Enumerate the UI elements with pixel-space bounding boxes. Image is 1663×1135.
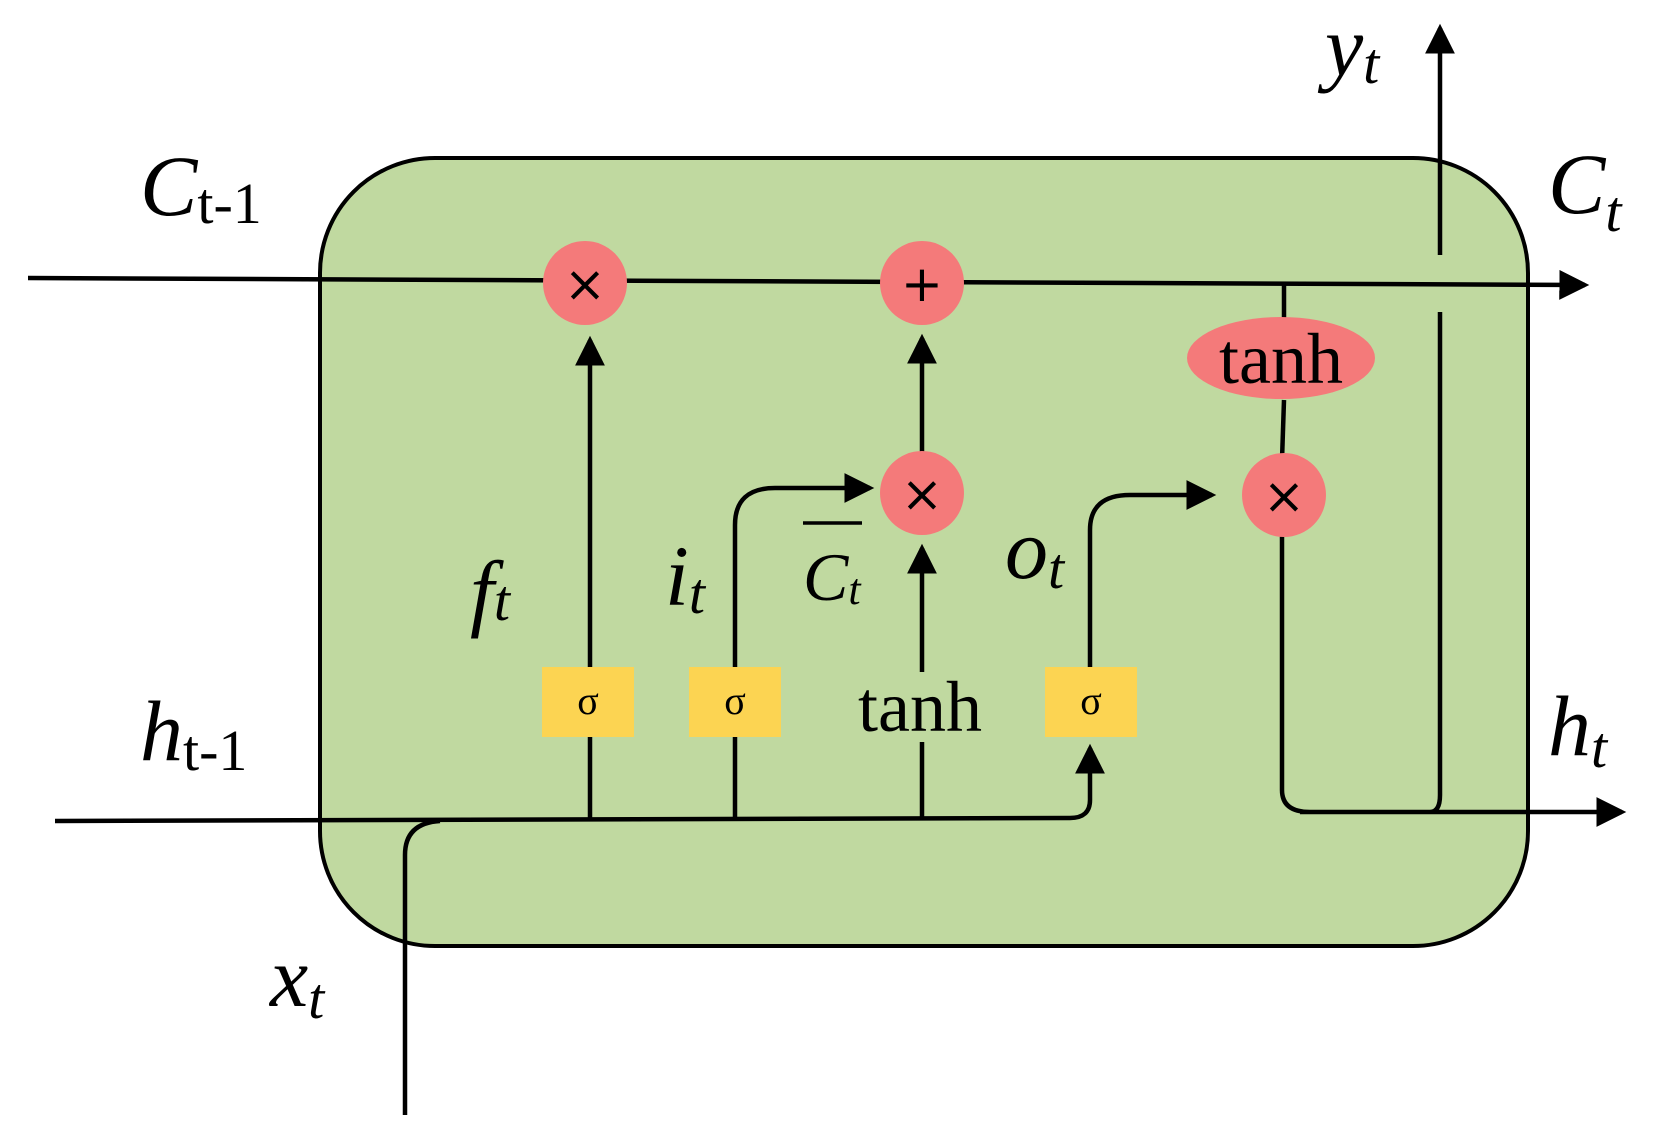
- forget-multiply-node: ×: [543, 241, 627, 325]
- candidate-gate-label: tanh: [858, 667, 982, 747]
- c-prev-label: Ct-1: [140, 138, 262, 236]
- x-input-line: [402, 818, 441, 1115]
- multiply-icon: ×: [564, 255, 606, 313]
- h-t-label: ht: [1548, 678, 1609, 780]
- cell-state-line: [27, 269, 1590, 300]
- candidate-gate: tanh: [840, 667, 1004, 747]
- c-t-label: Ct: [1548, 136, 1623, 244]
- i-t-label: it: [665, 528, 707, 626]
- tanh-to-mult-wire: [1279, 399, 1287, 461]
- input-multiply-node: ×: [880, 451, 964, 535]
- hidden-output-line: [1279, 530, 1622, 812]
- o-t-label: ot: [1005, 501, 1066, 601]
- h-prev-label: ht-1: [140, 683, 247, 783]
- forget-gate-label: σ: [577, 678, 599, 723]
- hidden-input-line: [54, 743, 1105, 824]
- candidate-label: Ct: [803, 539, 862, 615]
- output-gate-box: σ: [1045, 667, 1137, 737]
- output-wire: [1087, 480, 1217, 668]
- f-t-label: ft: [470, 543, 512, 639]
- cell-tanh-label: tanh: [1219, 319, 1343, 399]
- input-gate-label: σ: [724, 678, 746, 723]
- x-t-label: xt: [268, 929, 326, 1031]
- plus-icon: +: [901, 255, 943, 313]
- output-multiply-node: ×: [1242, 453, 1326, 537]
- cell-tanh-node: tanh: [1187, 317, 1375, 399]
- input-wire: [732, 473, 875, 820]
- forget-gate-box: σ: [542, 667, 634, 737]
- output-gate-label: σ: [1080, 678, 1102, 723]
- y-t-label: yt: [1317, 0, 1381, 96]
- cell-add-node: +: [880, 241, 964, 325]
- input-gate-box: σ: [689, 667, 781, 737]
- multiply-icon: ×: [901, 465, 943, 523]
- multiply-icon: ×: [1263, 467, 1305, 525]
